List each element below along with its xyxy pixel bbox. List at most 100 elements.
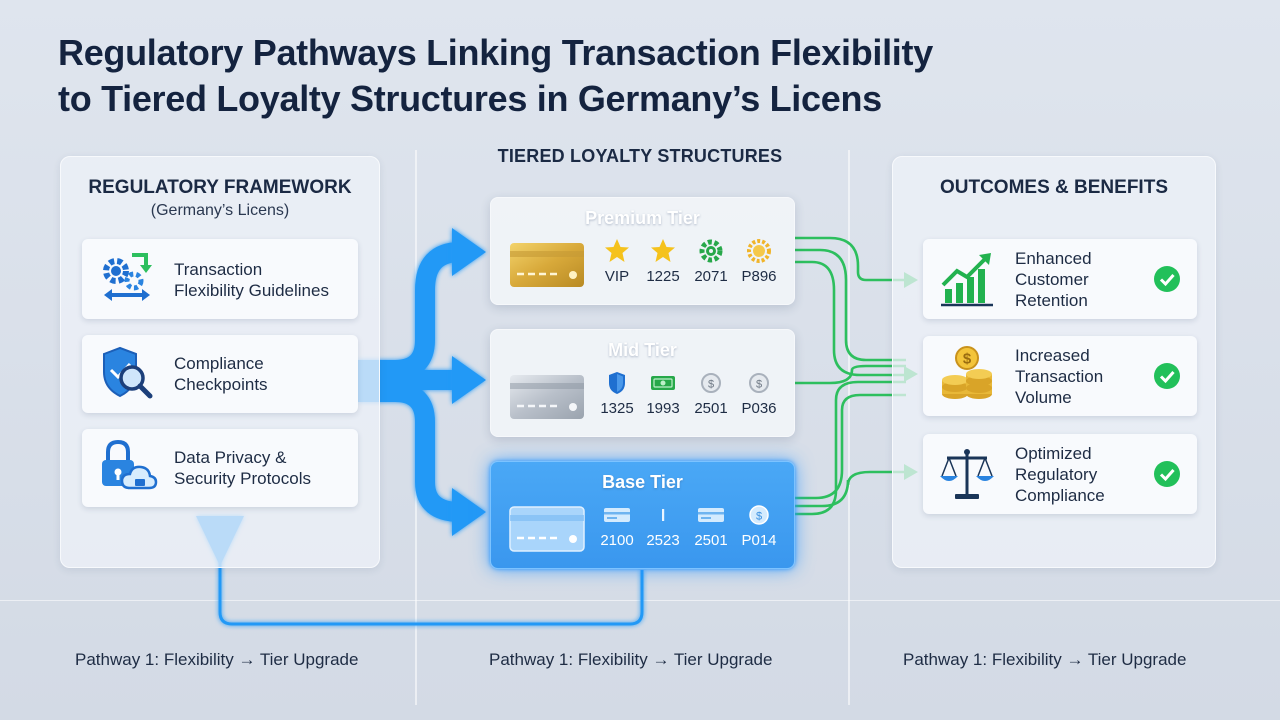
tier-premium[interactable]: Premium Tier VIP 1225 2071 P896 (490, 197, 795, 305)
blue-card-icon (509, 506, 585, 552)
tiered-loyalty-heading: TIERED LOYALTY STRUCTURES (497, 146, 783, 166)
pathway-caption: Pathway 1: Flexibility → Tier Upgrade (489, 650, 773, 669)
tier-value: P036 (741, 400, 777, 417)
tier-item: 2100 (591, 502, 643, 549)
card-label-line: Optimized (1015, 444, 1092, 463)
coin-icon: $ (749, 505, 769, 525)
tier-value: P014 (741, 532, 777, 549)
card-label-line: Transaction (174, 260, 263, 279)
card-label-line: Security Protocols (174, 469, 311, 488)
star-icon (651, 239, 675, 262)
tier-base[interactable]: Base Tier 2100 2523 2501 $ P014 (490, 461, 795, 569)
tier-value: 2501 (694, 532, 728, 549)
tier-value: 2523 (646, 532, 680, 549)
shield-magnifier-icon (94, 342, 158, 406)
tier-item: 2071 (685, 238, 737, 285)
badge-icon (747, 239, 771, 263)
card-label-line: Retention (1015, 291, 1088, 310)
grid-line (0, 600, 1280, 601)
card-label-line: Compliance (1015, 486, 1105, 505)
tier-item: 2501 (685, 502, 737, 549)
card-label-line: Checkpoints (174, 375, 268, 394)
panel-subtitle: (Germany’s Licens) (150, 202, 290, 219)
tier-name: Base Tier (602, 472, 683, 492)
feedback-loop-line (218, 560, 644, 626)
panel-title: REGULATORY FRAMEWORK (88, 177, 352, 198)
card-label: Data Privacy & Security Protocols (174, 447, 311, 489)
tier-value: 2501 (694, 400, 728, 417)
tier-value: P896 (741, 268, 777, 285)
tier-mid[interactable]: Mid Tier 1325 1993 $ 2501 $ P036 (490, 329, 795, 437)
growth-chart-icon (935, 247, 999, 311)
tier-item: $ P014 (733, 502, 785, 549)
tier-value: VIP (604, 268, 630, 285)
outcome-item-transaction-volume[interactable]: $ Increased Transaction Volume (923, 336, 1197, 416)
tier-item: 2523 (637, 502, 689, 549)
tier-item: 1225 (637, 238, 689, 285)
framework-item-transaction-flexibility[interactable]: Transaction Flexibility Guidelines (82, 239, 358, 319)
outcome-item-regulatory-compliance[interactable]: Optimized Regulatory Compliance (923, 434, 1197, 514)
card-label-line: Data Privacy & (174, 448, 287, 467)
card-label-line: Transaction (1015, 367, 1104, 386)
tier-name: Mid Tier (608, 340, 677, 360)
check-icon (1154, 461, 1180, 487)
gear-icon (699, 239, 723, 263)
card-label: Enhanced Customer Retention (1015, 248, 1092, 311)
scales-icon (935, 442, 999, 506)
tier-value: 1225 (646, 268, 680, 285)
card-label-line: Compliance (174, 354, 264, 373)
framework-item-compliance-checkpoints[interactable]: Compliance Checkpoints (82, 335, 358, 413)
shield-icon (609, 372, 625, 394)
check-icon (1154, 266, 1180, 292)
grid-line (848, 150, 850, 705)
bar-icon (662, 509, 665, 521)
lock-cloud-icon (94, 436, 158, 500)
outcome-item-retention[interactable]: Enhanced Customer Retention (923, 239, 1197, 319)
card-label: Optimized Regulatory Compliance (1015, 443, 1105, 506)
tier-item: 1993 (637, 370, 689, 417)
tier-name: Premium Tier (585, 208, 700, 228)
svg-text:$: $ (963, 351, 972, 368)
page-title: Regulatory Pathways Linking Transaction … (58, 30, 1218, 122)
panel-title: OUTCOMES & BENEFITS (939, 177, 1168, 198)
card-label-line: Customer (1015, 270, 1089, 289)
card-label-line: Volume (1015, 388, 1072, 407)
card-label-line: Flexibility Guidelines (174, 281, 329, 300)
card-label: Increased Transaction Volume (1015, 345, 1103, 408)
pathway-caption: Pathway 1: Flexibility → Tier Upgrade (903, 650, 1187, 669)
card-label: Compliance Checkpoints (174, 353, 268, 395)
svg-text:$: $ (708, 379, 714, 391)
card-label-line: Regulatory (1015, 465, 1098, 484)
tier-item: $ P036 (733, 370, 785, 417)
regulatory-framework-panel: REGULATORY FRAMEWORK (Germany’s Licens) … (60, 156, 380, 568)
gears-arrows-icon (94, 247, 158, 311)
svg-text:$: $ (756, 379, 762, 391)
framework-item-data-privacy[interactable]: Data Privacy & Security Protocols (82, 429, 358, 507)
tier-item: VIP (591, 238, 643, 285)
card-icon (604, 508, 630, 522)
card-label-line: Enhanced (1015, 249, 1092, 268)
check-icon (1154, 363, 1180, 389)
cash-icon (651, 376, 675, 390)
card-label: Transaction Flexibility Guidelines (174, 259, 329, 301)
tier-item: 1325 (591, 370, 643, 417)
gold-card-icon (510, 243, 584, 287)
coin-stack-icon: $ (935, 344, 999, 408)
outcomes-benefits-panel: OUTCOMES & BENEFITS Enhanced Customer Re… (892, 156, 1216, 568)
tier-item: P896 (733, 238, 785, 285)
pathway-caption: Pathway 1: Flexibility → Tier Upgrade (75, 650, 359, 669)
green-connectors (795, 236, 906, 516)
coin-icon: $ (749, 373, 769, 393)
silver-card-icon (510, 375, 584, 419)
tier-value: 1993 (646, 400, 680, 417)
title-line: Regulatory Pathways Linking Transaction … (58, 32, 933, 73)
coin-icon: $ (701, 373, 721, 393)
tier-value: 2100 (600, 532, 634, 549)
tier-value: 1325 (600, 400, 634, 417)
tier-value: 2071 (694, 268, 728, 285)
svg-text:$: $ (756, 511, 762, 523)
tier-item: $ 2501 (685, 370, 737, 417)
title-line: to Tiered Loyalty Structures in Germany’… (58, 78, 882, 119)
card-icon (698, 508, 724, 522)
star-icon (605, 239, 629, 262)
